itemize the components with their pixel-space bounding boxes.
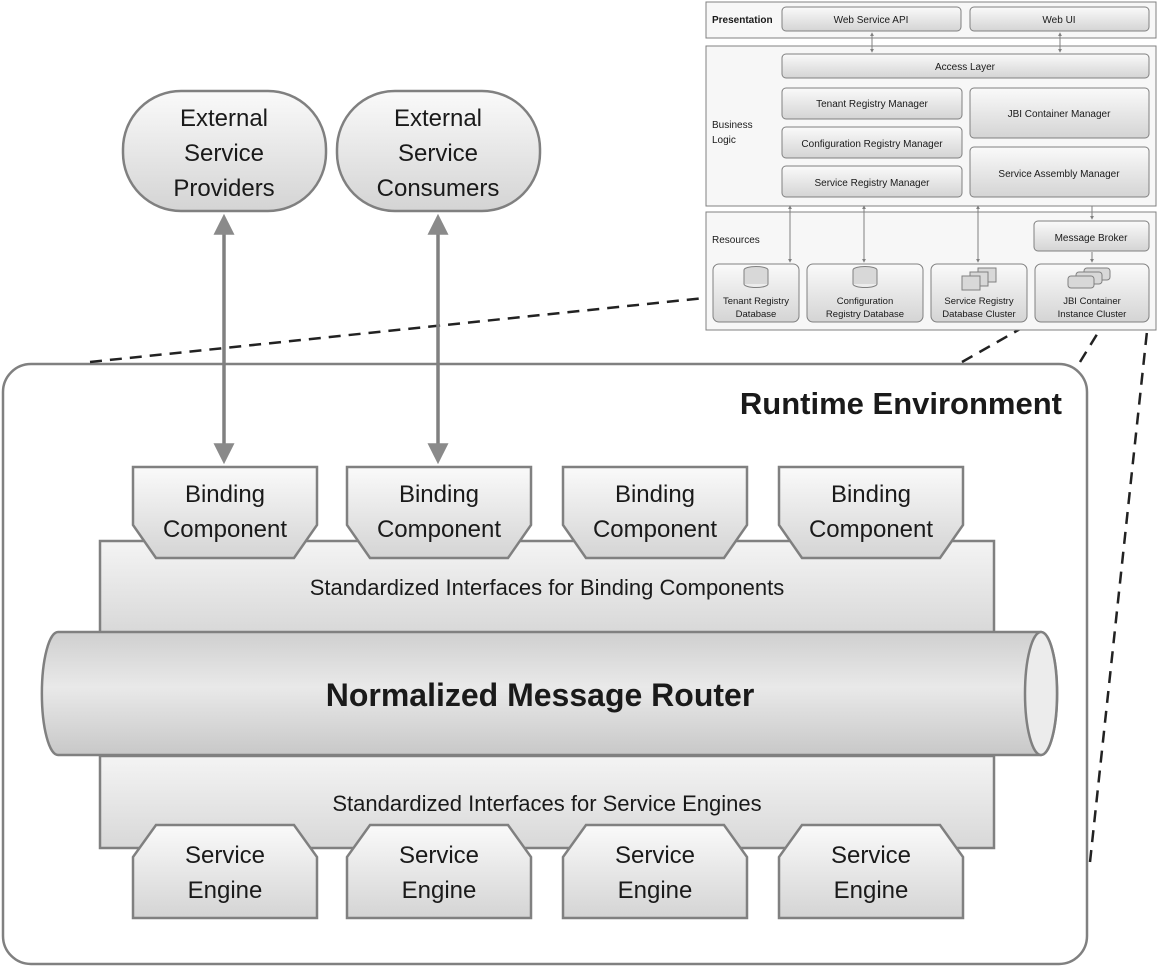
- runtime-environment-title: Runtime Environment: [740, 386, 1062, 421]
- bc-2-line-1: Binding: [399, 481, 479, 508]
- tenant-db-line-2: Database: [736, 309, 777, 320]
- config-db-line-1: Configuration: [837, 296, 894, 307]
- architecture-overview: Presentation Web Service API Web UI Busi…: [705, 1, 1157, 331]
- providers-line-2: Service: [184, 140, 264, 167]
- business-label-1: Business: [712, 120, 753, 131]
- overview-connector-arrows: [788, 32, 1094, 263]
- bc-1-line-2: Component: [163, 516, 287, 543]
- se-2-line-1: Service: [399, 842, 479, 869]
- access-layer-label: Access Layer: [935, 62, 996, 73]
- jbi-container-manager-label: JBI Container Manager: [1008, 109, 1112, 120]
- tenant-registry-database: Tenant Registry Database: [712, 263, 800, 323]
- configuration-registry-manager-label: Configuration Registry Manager: [801, 139, 943, 150]
- web-ui-label: Web UI: [1042, 15, 1075, 26]
- providers-line-3: Providers: [173, 175, 274, 202]
- binding-component-1: Binding Component: [131, 465, 319, 560]
- bc-4-line-1: Binding: [831, 481, 911, 508]
- binding-component-3: Binding Component: [561, 465, 749, 560]
- nmr-label: Normalized Message Router: [326, 677, 755, 713]
- tenant-db-line-1: Tenant Registry: [723, 296, 789, 307]
- binding-component-2: Binding Component: [345, 465, 533, 560]
- se-4-line-2: Engine: [834, 877, 909, 904]
- service-db-line-2: Database Cluster: [942, 309, 1015, 320]
- providers-line-1: External: [180, 105, 268, 132]
- binding-component-4: Binding Component: [777, 465, 965, 560]
- business-label-2: Logic: [712, 135, 736, 146]
- service-assembly-manager-label: Service Assembly Manager: [998, 169, 1120, 180]
- jbi-cluster-line-2: Instance Cluster: [1058, 309, 1127, 320]
- se-3-line-1: Service: [615, 842, 695, 869]
- service-registry-manager-label: Service Registry Manager: [814, 178, 930, 189]
- bc-1-line-1: Binding: [185, 481, 265, 508]
- bc-3-line-1: Binding: [615, 481, 695, 508]
- service-engine-4: Service Engine: [777, 823, 965, 920]
- external-service-consumers: External Service Consumers: [335, 89, 542, 213]
- consumers-line-1: External: [394, 105, 482, 132]
- se-1-line-1: Service: [185, 842, 265, 869]
- service-db-line-1: Service Registry: [944, 296, 1013, 307]
- bc-3-line-2: Component: [593, 516, 717, 543]
- tenant-registry-manager-label: Tenant Registry Manager: [816, 99, 928, 110]
- service-engine-1: Service Engine: [131, 823, 319, 920]
- consumers-line-3: Consumers: [377, 175, 500, 202]
- bc-4-line-2: Component: [809, 516, 933, 543]
- message-broker-label: Message Broker: [1055, 233, 1128, 244]
- normalized-message-router: Normalized Message Router: [40, 630, 1059, 757]
- service-registry-database-cluster: Service Registry Database Cluster: [930, 263, 1028, 323]
- se-interfaces-label: Standardized Interfaces for Service Engi…: [332, 791, 761, 816]
- web-service-api-label: Web Service API: [834, 15, 909, 26]
- presentation-label: Presentation: [712, 15, 773, 26]
- service-engine-2: Service Engine: [345, 823, 533, 920]
- se-3-line-2: Engine: [618, 877, 693, 904]
- service-engines: Service Engine Service Engine Service En…: [131, 823, 965, 920]
- consumers-line-2: Service: [398, 140, 478, 167]
- se-1-line-2: Engine: [188, 877, 263, 904]
- se-2-line-2: Engine: [402, 877, 477, 904]
- bc-interfaces-label: Standardized Interfaces for Binding Comp…: [310, 575, 785, 600]
- binding-components: Binding Component Binding Component Bind…: [131, 465, 965, 560]
- bc-2-line-2: Component: [377, 516, 501, 543]
- se-4-line-1: Service: [831, 842, 911, 869]
- configuration-registry-database: Configuration Registry Database: [806, 263, 924, 323]
- resources-label: Resources: [712, 235, 760, 246]
- jbi-container-instance-cluster: JBI Container Instance Cluster: [1034, 263, 1150, 323]
- service-engine-3: Service Engine: [561, 823, 749, 920]
- jbi-cluster-line-1: JBI Container: [1063, 296, 1121, 307]
- config-db-line-2: Registry Database: [826, 309, 904, 320]
- external-service-providers: External Service Providers: [121, 89, 328, 213]
